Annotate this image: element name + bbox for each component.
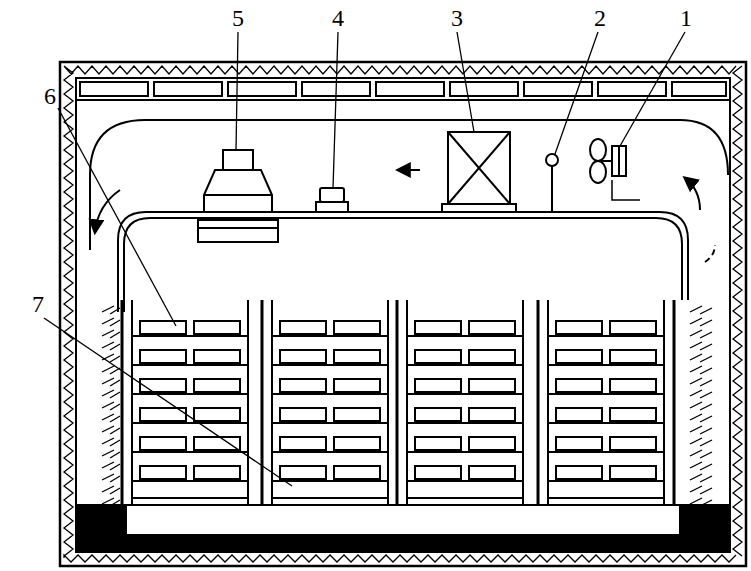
callout-number: 4 (332, 6, 344, 30)
callout-number: 5 (232, 6, 244, 30)
callout-number: 7 (32, 292, 44, 316)
callout-number: 1 (680, 6, 692, 30)
callout-number: 3 (451, 6, 463, 30)
callout-number: 6 (44, 84, 56, 108)
callout-number: 2 (594, 6, 606, 30)
